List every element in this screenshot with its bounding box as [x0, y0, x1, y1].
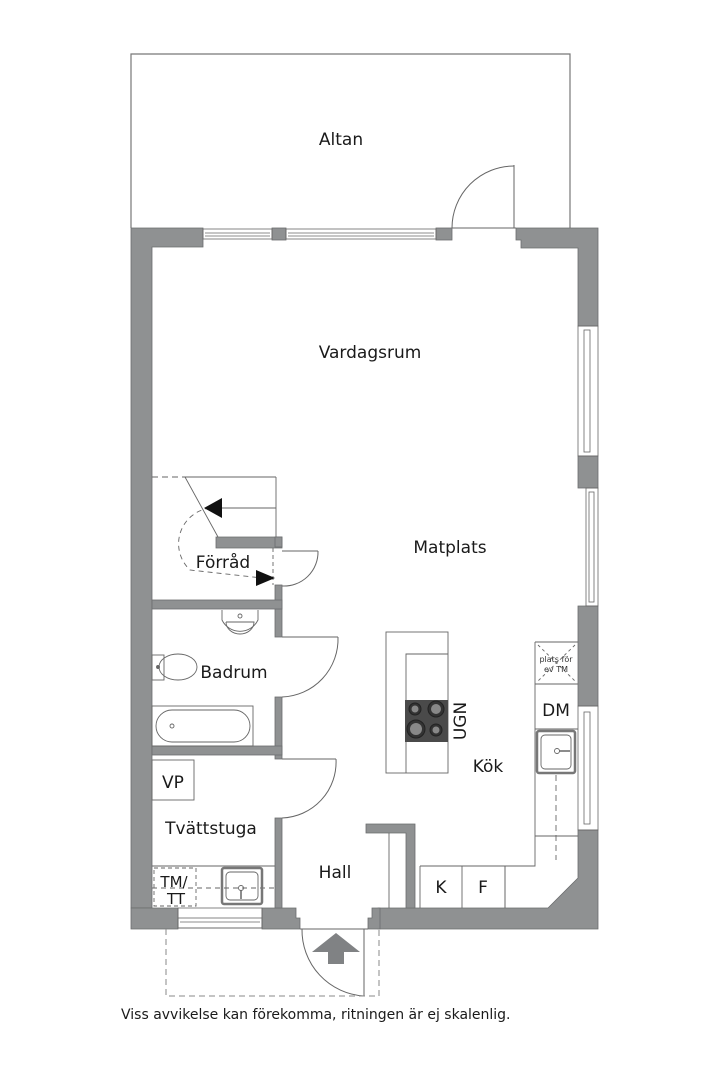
fixture-label-f: F	[478, 878, 488, 898]
room-label-badrum: Badrum	[200, 663, 267, 683]
entrance	[165, 928, 380, 997]
room-label-kok: Kök	[473, 757, 504, 777]
disclaimer-text: Viss avvikelse kan förekomma, ritningen …	[121, 1007, 511, 1023]
fixture-label-dm: DM	[542, 701, 570, 721]
top-windows	[202, 228, 437, 240]
entrance-arrow-icon	[312, 933, 360, 964]
fixture-label-ugn: UGN	[451, 702, 471, 740]
fixture-label-tt: TT	[166, 890, 186, 908]
bathroom-fixtures	[151, 610, 259, 747]
fixture-label-plats-line1: plats för	[539, 655, 573, 664]
laundry-door	[281, 758, 337, 819]
room-label-forrad: Förråd	[196, 552, 250, 573]
room-label-hall: Hall	[319, 863, 352, 883]
deck-area	[130, 53, 571, 228]
room-label-altan: Altan	[319, 130, 363, 150]
fixture-label-tm: TM/	[159, 873, 188, 891]
storage-door	[281, 550, 319, 587]
storage-stairs	[152, 476, 277, 585]
fixture-label-vp: VP	[162, 773, 184, 793]
bathroom-door	[281, 636, 339, 698]
patio-door	[451, 165, 516, 229]
fixture-label-k: K	[435, 878, 447, 898]
kitchen-counter	[388, 641, 578, 908]
fixture-label-plats-line2: ev TM	[544, 665, 568, 674]
kitchen-island	[385, 631, 449, 774]
right-windows	[577, 325, 599, 831]
room-label-matplats: Matplats	[413, 538, 486, 558]
stair-arrows	[204, 498, 275, 586]
interior-walls	[151, 536, 416, 909]
room-label-tvattstuga: Tvättstuga	[164, 819, 257, 839]
room-label-vardagsrum: Vardagsrum	[319, 343, 422, 363]
bottom-window	[177, 907, 263, 929]
laundry-fixtures	[151, 759, 275, 907]
